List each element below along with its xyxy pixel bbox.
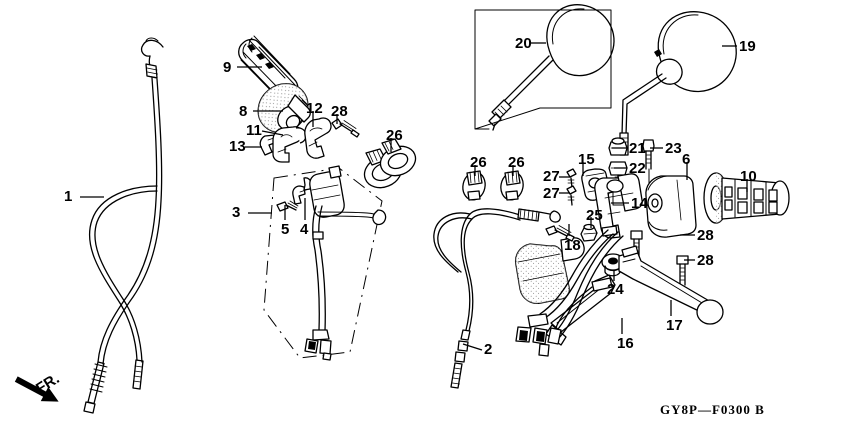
callout-number-28c: 28	[697, 252, 714, 269]
part-11-throttle-housing-lower	[272, 126, 307, 163]
part-27a-screw	[566, 168, 577, 189]
front-direction-arrow	[14, 376, 59, 402]
part-21-mirror-nut	[608, 137, 628, 156]
callout-number-4: 4	[300, 221, 309, 238]
part-6-right-switch-housing	[645, 175, 697, 238]
part-10-handlebar-grip	[703, 172, 790, 224]
part-number-text: GY8P—F0300 B	[660, 402, 765, 417]
part-2-lower-end	[450, 329, 471, 389]
callout-number-26b: 26	[470, 154, 487, 171]
part-2-throttle-cable	[433, 208, 561, 389]
leader-line-11	[261, 130, 284, 136]
part-8-throttle-pipe	[257, 83, 311, 133]
callout-number-18: 18	[564, 237, 581, 254]
harness-connectors	[304, 329, 332, 361]
callout-number-27b: 27	[543, 185, 560, 202]
part-1-brake-cable	[83, 37, 164, 414]
part-20-left-mirror	[474, 4, 615, 131]
leader-line-2	[462, 343, 483, 351]
part-18-bolt	[545, 225, 575, 242]
callout-number-8: 8	[239, 103, 248, 120]
part-26c-clamp-band-left	[462, 170, 486, 201]
left-switch-body	[309, 165, 345, 218]
callout-number-21: 21	[629, 140, 646, 157]
callout-number-10: 10	[740, 168, 757, 185]
cable-end-lower-right	[132, 359, 144, 390]
part-25-adjuster-nut	[580, 223, 598, 242]
callout-number-11: 11	[246, 122, 262, 139]
part-26b-clamp-band	[379, 138, 417, 177]
part-28c-bolt	[676, 255, 689, 286]
callout-number-22: 22	[629, 160, 646, 177]
callout-number-19: 19	[739, 38, 756, 55]
callout-number-14: 14	[631, 195, 648, 212]
callout-number-13: 13	[229, 138, 246, 155]
callout-number-28b: 28	[697, 227, 714, 244]
part-27b-screw	[566, 185, 577, 206]
right-harness-cables	[515, 229, 624, 357]
callout-number-20: 20	[515, 35, 532, 52]
callout-number-12: 12	[306, 100, 323, 117]
part-12-throttle-housing-upper	[304, 117, 332, 159]
callout-number-23: 23	[665, 140, 682, 157]
callout-number-5: 5	[281, 221, 290, 238]
callout-number-2: 2	[484, 341, 493, 358]
part-4-wire-clamp	[292, 177, 312, 205]
callout-number-9: 9	[223, 59, 232, 76]
callout-number-24: 24	[607, 281, 624, 298]
callout-number-27a: 27	[543, 168, 560, 185]
callout-number-3: 3	[232, 204, 241, 221]
callout-number-15: 15	[578, 151, 595, 168]
grip-ribs	[724, 186, 778, 214]
part-3-switch-group	[263, 165, 387, 361]
cable-end-spring-left	[83, 361, 108, 414]
callout-number-25: 25	[586, 207, 603, 224]
callout-leader-lines	[80, 42, 748, 351]
part-17-brake-lever	[618, 245, 724, 325]
callout-number-26c: 26	[508, 154, 525, 171]
part-18-rubber-boot	[514, 237, 585, 305]
callout-number-28a: 28	[331, 103, 348, 120]
part-26d-clamp-band-left2	[500, 170, 524, 201]
part-19-right-mirror	[619, 11, 737, 156]
callout-number-1: 1	[64, 188, 73, 205]
callout-number-16: 16	[617, 335, 634, 352]
callout-number-26a: 26	[386, 127, 403, 144]
callout-number-17: 17	[666, 317, 683, 334]
callout-number-6: 6	[682, 151, 691, 168]
part-28a-bolt	[331, 118, 360, 138]
